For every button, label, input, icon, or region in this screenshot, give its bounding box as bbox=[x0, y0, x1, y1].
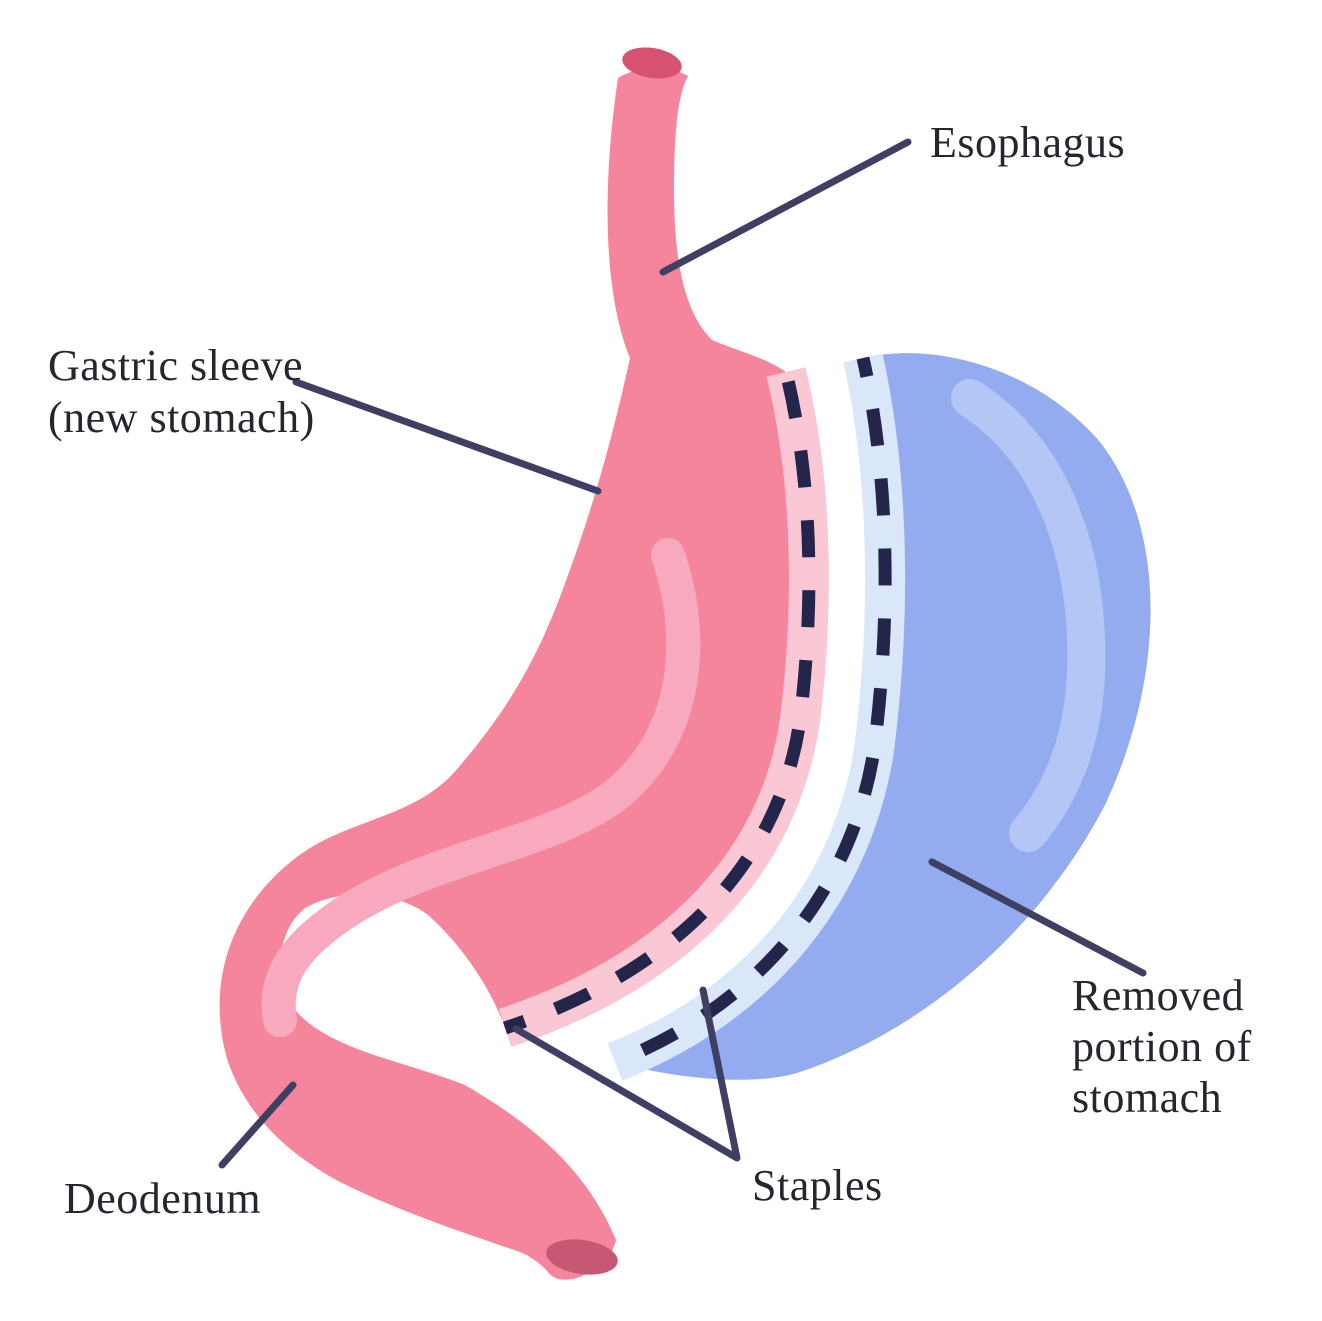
esophagus-label: Esophagus bbox=[930, 118, 1126, 167]
gastric-sleeve-leader-line bbox=[292, 378, 602, 495]
removed-portion-label-line2: portion of bbox=[1072, 1022, 1252, 1071]
removed-portion-label-line3: stomach bbox=[1072, 1073, 1223, 1122]
duodenum-opening bbox=[546, 1239, 618, 1275]
staple-line-removed-side bbox=[612, 356, 892, 1069]
deodenum-label: Deodenum bbox=[64, 1174, 262, 1223]
removed-portion-leader-line bbox=[928, 858, 1147, 977]
gastric-sleeve-highlight bbox=[261, 538, 701, 1037]
gastric-sleeve-shape bbox=[219, 67, 809, 1280]
gastric-sleeve-label: Gastric sleeve (new stomach) bbox=[48, 340, 315, 444]
gastric-sleeve-label-line1: Gastric sleeve bbox=[48, 341, 303, 390]
staples-label: Staples bbox=[752, 1161, 883, 1210]
removed-portion-label: Removed portion of stomach bbox=[1072, 970, 1252, 1123]
gastric-sleeve-label-line2: (new stomach) bbox=[48, 393, 315, 442]
esophagus-leader-line bbox=[659, 138, 912, 276]
esophagus-opening bbox=[622, 47, 682, 79]
staples-leader-lines bbox=[512, 986, 741, 1162]
removed-stomach-highlight bbox=[951, 379, 1106, 852]
deodenum-leader-line bbox=[218, 1081, 297, 1169]
removed-portion-label-line1: Removed bbox=[1072, 971, 1245, 1020]
staple-line-sleeve-side bbox=[502, 370, 816, 1035]
